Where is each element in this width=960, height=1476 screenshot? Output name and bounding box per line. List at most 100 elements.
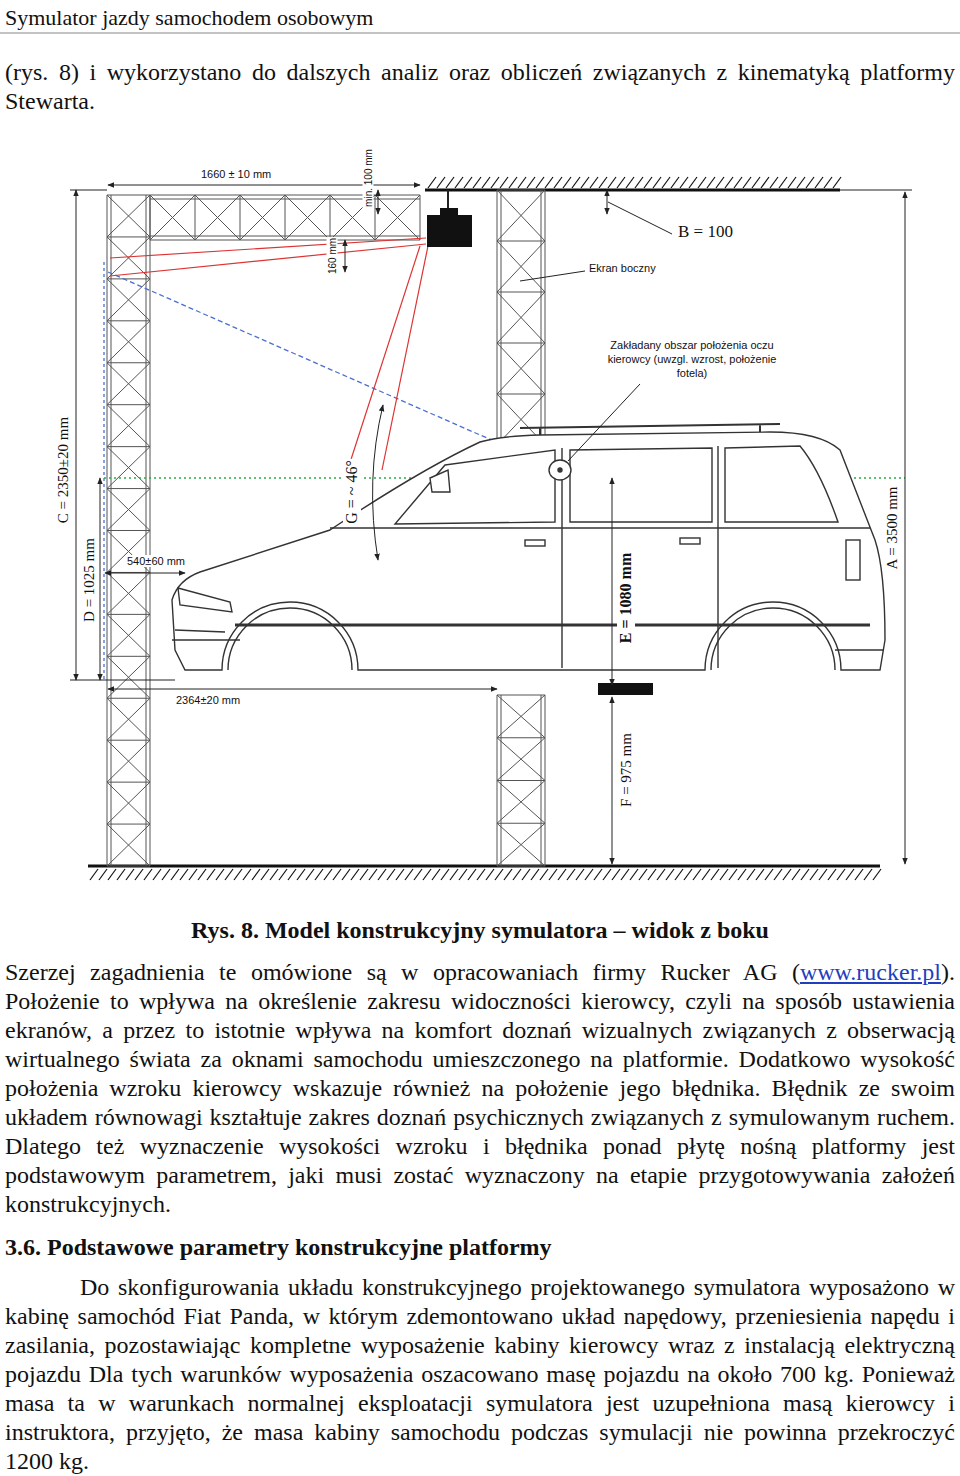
hatch-line: [581, 177, 589, 188]
truss-member: [497, 823, 545, 866]
hatch-line: [473, 177, 481, 188]
hatch-line: [369, 869, 377, 880]
truss-member: [150, 195, 151, 240]
dimension-label: F = 975 mm: [618, 732, 635, 808]
hatch-line: [707, 177, 715, 188]
truss-member: [107, 321, 150, 363]
hatch-line: [432, 869, 440, 880]
truss-member: [107, 404, 150, 405]
hatch-line: [689, 177, 697, 188]
dimension-label: 540±60 mm: [126, 555, 186, 567]
hatch-line: [599, 177, 607, 188]
truss-member: [107, 195, 150, 237]
truss-member: [497, 866, 545, 867]
text-block: Symulator jazdy samochodem osobowym: [5, 3, 955, 32]
truss-member: [107, 405, 150, 447]
note-label: Zakładany obszar położenia oczu kierowcy…: [605, 338, 779, 380]
running-header: Symulator jazdy samochodem osobowym: [5, 5, 373, 30]
dimension-label: 160 mm: [327, 237, 338, 275]
truss-member: [375, 195, 420, 240]
truss-member: [107, 195, 150, 237]
text-block: Szerzej zagadnienia te omówione są w opr…: [5, 958, 955, 1219]
hatch-line: [594, 869, 602, 880]
hatch-line: [855, 869, 863, 880]
hatch-line: [662, 177, 670, 188]
hatch-line: [761, 177, 769, 188]
truss-member: [541, 190, 542, 445]
hatch-line: [99, 869, 107, 880]
truss-member: [497, 823, 545, 866]
truss-member: [285, 195, 330, 240]
projector-top: [440, 208, 458, 216]
body-text: ). Położenie to wpływa na określenie zak…: [5, 959, 955, 1217]
hatch-line: [279, 869, 287, 880]
hatch-line: [639, 869, 647, 880]
truss-member: [107, 195, 150, 196]
hatch-line: [495, 869, 503, 880]
hatch-line: [716, 177, 724, 188]
truss-member: [107, 572, 150, 614]
hatch-line: [644, 177, 652, 188]
truss-member: [497, 343, 545, 394]
truss-member: [285, 195, 330, 240]
hatch-line: [770, 177, 778, 188]
truss-member: [150, 195, 195, 240]
hatch-line: [513, 869, 521, 880]
projector-ray: [110, 244, 426, 276]
hatch-line: [261, 869, 269, 880]
truss-member: [497, 292, 545, 343]
dimension-line: [905, 192, 906, 864]
hatch-line: [509, 177, 517, 188]
hatch-line: [441, 869, 449, 880]
hatch-line: [144, 869, 152, 880]
ceiling-floor: [88, 177, 881, 880]
side-strip: [235, 624, 870, 627]
truss-member: [107, 614, 150, 615]
car-window: [395, 450, 555, 524]
leader-line: [568, 384, 640, 461]
leader-line: [608, 202, 672, 234]
hatch-line: [810, 869, 818, 880]
truss-member: [107, 698, 150, 740]
truss-member: [107, 530, 150, 531]
text-block: (rys. 8) i wykorzystano do dalszych anal…: [5, 58, 955, 116]
truss-member: [375, 195, 420, 240]
dimension-label: 1660 ± 10 mm: [200, 168, 272, 180]
hatch-line: [126, 869, 134, 880]
hatch-line: [680, 177, 688, 188]
truss-member: [497, 737, 545, 738]
hatch-line: [617, 177, 625, 188]
hatch-line: [864, 869, 872, 880]
truss-member: [195, 195, 240, 240]
hatch-line: [702, 869, 710, 880]
truss-member: [497, 781, 545, 824]
hatch-line: [626, 177, 634, 188]
hatch-line: [378, 869, 386, 880]
truss-member: [375, 195, 376, 240]
extension-line: [840, 190, 912, 191]
hatch-line: [684, 869, 692, 880]
dimension-line: [612, 697, 613, 864]
hatch-line: [819, 869, 827, 880]
hatch-line: [459, 869, 467, 880]
hatch-line: [450, 869, 458, 880]
hatch-line: [621, 869, 629, 880]
hatch-line: [806, 177, 814, 188]
truss-member: [285, 195, 286, 240]
hatch-line: [801, 869, 809, 880]
hatch-line: [351, 869, 359, 880]
headlight: [178, 588, 232, 612]
hatch-line: [324, 869, 332, 880]
body-text: (rys. 8) i wykorzystano do dalszych anal…: [5, 59, 955, 114]
truss-member: [107, 572, 150, 614]
dimension-label: 2364±20 mm: [175, 694, 241, 706]
truss-member: [195, 195, 196, 240]
hatch-line: [554, 177, 562, 188]
hatch-line: [90, 869, 98, 880]
extension-line: [70, 680, 175, 681]
truss-member: [107, 782, 150, 783]
hatch-line: [828, 869, 836, 880]
belt-line: [330, 527, 870, 528]
hatch-line: [468, 869, 476, 880]
truss-member: [240, 195, 285, 240]
